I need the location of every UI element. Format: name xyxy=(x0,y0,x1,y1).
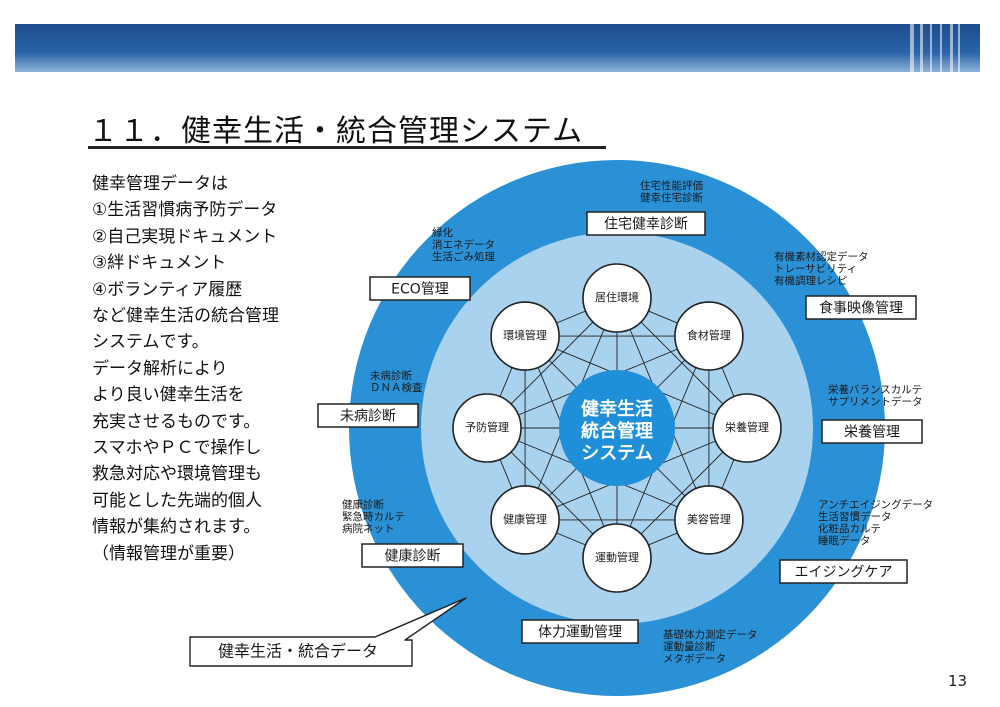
outer-box-label: 未病診断 xyxy=(340,409,396,425)
annotation-text: 栄養バランスカルテ xyxy=(828,383,922,396)
body-line: 健幸管理データは xyxy=(92,174,228,194)
outer-box xyxy=(521,619,639,644)
annotation-text: 基礎体力測定データ xyxy=(663,628,758,641)
header-stripe xyxy=(910,24,914,72)
outer-box-label: ECO管理 xyxy=(391,282,449,298)
center-label: システム xyxy=(581,443,652,464)
header-bar xyxy=(15,24,980,72)
outer-box xyxy=(361,543,464,568)
node-circle xyxy=(582,263,652,333)
annotation-text: トレーサビリティ xyxy=(774,263,857,275)
annotation-text: 健幸住宅診断 xyxy=(640,191,703,204)
node-circle xyxy=(674,301,744,371)
center-label: 健幸生活 xyxy=(581,398,653,420)
annotation-text: 化粧品カルテ xyxy=(818,522,881,535)
node-label: 予防管理 xyxy=(465,420,509,434)
header-stripe xyxy=(958,24,960,72)
body-line: データ解析により xyxy=(92,358,228,379)
center-circle xyxy=(559,370,675,486)
page-number: 13 xyxy=(948,672,968,690)
outer-box xyxy=(805,295,917,320)
outer-box xyxy=(779,559,908,584)
body-line: ④ボランティア履歴 xyxy=(92,279,243,300)
node-label: 健康管理 xyxy=(503,512,547,526)
annotation-text: メタボデータ xyxy=(663,652,726,665)
outer-box xyxy=(586,211,706,236)
body-line: より良い健幸生活を xyxy=(92,385,245,406)
annotation-text: 睡眠データ xyxy=(818,534,871,547)
header-stripe xyxy=(950,24,953,72)
body-line: 可能とした先端的個人 xyxy=(92,490,262,511)
node-circle xyxy=(452,393,522,463)
node-label: 食材管理 xyxy=(687,328,731,342)
callout-label: 健幸生活・統合データ xyxy=(218,642,378,661)
outer-box-label: 体力運動管理 xyxy=(538,625,622,641)
outer-box-label: 栄養管理 xyxy=(844,424,900,441)
center-label: 統合管理 xyxy=(581,420,653,442)
body-line: スマホやＰＣで操作し xyxy=(92,438,262,459)
annotation-text: 病院ネット xyxy=(342,522,395,535)
annotation-text: 生活習慣データ xyxy=(818,510,892,523)
annotation-text: 未病診断 xyxy=(370,369,412,382)
body-line: など健幸生活の統合管理 xyxy=(92,306,279,327)
node-label: 環境管理 xyxy=(503,328,547,342)
annotation-text: ＤＮＡ検査 xyxy=(370,381,423,394)
body-line: ①生活習慣病予防データ xyxy=(92,200,278,221)
node-label: 栄養管理 xyxy=(725,420,769,434)
outer-box-label: 健康診断 xyxy=(385,548,441,565)
body-line: 情報が集約されます。 xyxy=(92,517,261,538)
node-circle xyxy=(674,485,744,555)
body-line: ③絆ドキュメント xyxy=(92,253,227,274)
annotation-text: アンチエイジングデータ xyxy=(818,498,933,511)
title-underline xyxy=(88,146,606,149)
header-stripe xyxy=(940,24,942,72)
node-circle xyxy=(712,393,782,463)
callout-box xyxy=(189,597,467,667)
annotation-text: 有機調理レシピ xyxy=(774,274,848,287)
header-stripe xyxy=(930,24,932,72)
annotation-text: 生活ごみ処理 xyxy=(432,250,495,263)
body-line: 救急対応や環境管理も xyxy=(92,464,262,485)
outer-box-label: 食事映像管理 xyxy=(819,300,903,317)
node-circle xyxy=(490,301,560,371)
page-title: １１．健幸生活・統合管理システム xyxy=(88,114,584,149)
annotation-text: 有機素材認定データ xyxy=(774,250,869,263)
header-stripe xyxy=(920,24,923,72)
body-line: 充実させるものです。 xyxy=(92,411,261,432)
node-label: 居住環境 xyxy=(595,290,639,304)
outer-box-label: エイジングケア xyxy=(795,565,893,581)
annotation-text: サプリメントデータ xyxy=(828,395,923,408)
annotation-text: 運動量診断 xyxy=(663,640,716,653)
body-line: システムです。 xyxy=(92,332,209,353)
body-line: ②自己実現ドキュメント xyxy=(92,226,278,247)
annotation-text: 住宅性能評価 xyxy=(640,179,703,192)
body-text: 健幸管理データは ①生活習慣病予防データ ②自己実現ドキュメント ③絆ドキュメン… xyxy=(92,171,307,567)
outer-box xyxy=(317,403,419,428)
outer-box xyxy=(369,276,471,301)
annotation-text: 緊急時カルテ xyxy=(342,510,405,523)
node-circle xyxy=(582,523,652,593)
outer-box xyxy=(821,419,923,444)
node-label: 運動管理 xyxy=(595,550,639,564)
outer-box-label: 住宅健幸診断 xyxy=(604,217,688,233)
annotation-text: 消エネデータ xyxy=(432,238,495,251)
annotation-text: 緑化 xyxy=(432,226,453,239)
node-label: 美容管理 xyxy=(687,512,731,526)
node-circle xyxy=(490,485,560,555)
annotation-text: 健康診断 xyxy=(342,498,384,511)
body-line: （情報管理が重要） xyxy=(92,543,245,564)
